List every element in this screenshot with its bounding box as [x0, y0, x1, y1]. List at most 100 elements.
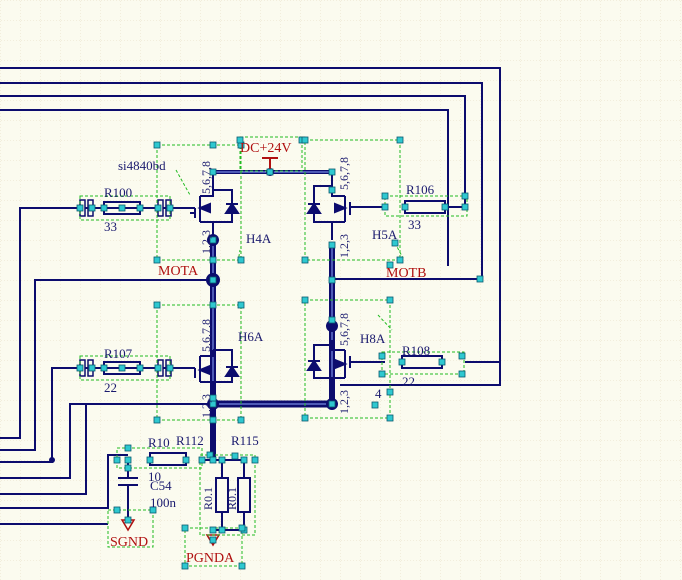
selection-handle[interactable]: [153, 301, 161, 309]
selection-handle[interactable]: [181, 524, 189, 532]
selection-handle[interactable]: [328, 316, 336, 324]
selection-handle[interactable]: [118, 364, 126, 372]
selection-handle[interactable]: [401, 203, 409, 211]
selection-handle[interactable]: [386, 414, 394, 422]
selection-handle[interactable]: [209, 526, 217, 534]
selection-handle[interactable]: [398, 358, 406, 366]
selection-handle[interactable]: [237, 416, 245, 424]
selection-handle[interactable]: [301, 136, 309, 144]
selection-handle[interactable]: [136, 204, 144, 212]
selection-handle[interactable]: [301, 256, 309, 264]
selection-handle[interactable]: [328, 186, 336, 194]
selection-handle[interactable]: [381, 192, 389, 200]
selection-handle[interactable]: [218, 456, 226, 464]
selection-handle[interactable]: [166, 204, 174, 212]
selection-handle[interactable]: [100, 364, 108, 372]
selection-handle[interactable]: [301, 414, 309, 422]
selection-handle[interactable]: [209, 256, 217, 264]
selection-handle[interactable]: [328, 400, 336, 408]
selection-handle[interactable]: [461, 203, 469, 211]
selection-handle[interactable]: [266, 168, 274, 176]
selection-handle[interactable]: [301, 296, 309, 304]
selection-handle[interactable]: [396, 136, 404, 144]
selection-handle[interactable]: [391, 239, 399, 247]
selection-handle[interactable]: [88, 364, 96, 372]
selection-handle[interactable]: [237, 301, 245, 309]
selection-handle[interactable]: [154, 204, 162, 212]
selection-handle[interactable]: [154, 364, 162, 372]
selection-handle[interactable]: [238, 562, 246, 570]
selection-handle[interactable]: [386, 296, 394, 304]
selection-handle[interactable]: [378, 352, 386, 360]
selection-handle[interactable]: [124, 456, 132, 464]
selection-handle[interactable]: [209, 301, 217, 309]
resistor-r112[interactable]: [215, 477, 229, 513]
resistor-r100-designator: R100: [104, 185, 132, 200]
selection-handle[interactable]: [476, 275, 484, 283]
resistor-r106[interactable]: [404, 200, 446, 214]
selection-handle[interactable]: [236, 136, 244, 144]
selection-handle[interactable]: [209, 236, 217, 244]
selection-handle[interactable]: [166, 364, 174, 372]
selection-handle[interactable]: [153, 141, 161, 149]
selection-handle[interactable]: [378, 370, 386, 378]
mosfet-h4a-designator: H4A: [246, 231, 272, 246]
selection-handle[interactable]: [441, 203, 449, 211]
selection-handle[interactable]: [371, 401, 379, 409]
selection-handle[interactable]: [328, 276, 336, 284]
selection-handle[interactable]: [124, 464, 132, 472]
selection-handle[interactable]: [386, 261, 394, 269]
selection-handle[interactable]: [209, 394, 217, 402]
selection-handle[interactable]: [209, 141, 217, 149]
selection-handle[interactable]: [209, 276, 217, 284]
selection-handle[interactable]: [458, 370, 466, 378]
selection-handle[interactable]: [124, 444, 132, 452]
selection-handle[interactable]: [149, 506, 157, 514]
mosfet-h8a[interactable]: [306, 340, 351, 398]
mosfet-h6a[interactable]: [194, 349, 240, 398]
selection-handle[interactable]: [124, 516, 132, 524]
selection-handle[interactable]: [209, 168, 217, 176]
resistor-r107-value: 22: [104, 380, 117, 395]
selection-handle[interactable]: [438, 358, 446, 366]
selection-handle[interactable]: [136, 364, 144, 372]
selection-handle[interactable]: [381, 203, 389, 211]
selection-handle[interactable]: [238, 524, 246, 532]
selection-handle[interactable]: [100, 204, 108, 212]
selection-handle[interactable]: [396, 256, 404, 264]
resistor-r108-designator: R108: [402, 343, 430, 358]
mosfet-h4a[interactable]: [190, 189, 240, 238]
selection-handle[interactable]: [231, 452, 239, 460]
selection-handle[interactable]: [240, 456, 248, 464]
mosfet-h5a[interactable]: [306, 185, 351, 240]
selection-handle[interactable]: [209, 456, 217, 464]
selection-handle[interactable]: [328, 241, 336, 249]
selection-handle[interactable]: [237, 256, 245, 264]
selection-handle[interactable]: [153, 416, 161, 424]
selection-handle[interactable]: [76, 204, 84, 212]
selection-handle[interactable]: [386, 388, 394, 396]
selection-handle[interactable]: [113, 456, 121, 464]
selection-handle[interactable]: [153, 256, 161, 264]
selection-handle[interactable]: [118, 204, 126, 212]
power-net-label: DC+24V: [240, 141, 291, 156]
selection-handle[interactable]: [458, 352, 466, 360]
mosfet-h4a-pins-bottom: 1,2,3: [199, 230, 213, 254]
resistor-r115[interactable]: [237, 477, 251, 513]
selection-handle[interactable]: [209, 416, 217, 424]
selection-handle[interactable]: [209, 536, 217, 544]
resistor-r10[interactable]: [149, 452, 187, 466]
selection-handle[interactable]: [113, 506, 121, 514]
selection-handle[interactable]: [461, 192, 469, 200]
selection-handle[interactable]: [182, 456, 190, 464]
selection-handle[interactable]: [198, 456, 206, 464]
selection-handle[interactable]: [218, 526, 226, 534]
resistor-r106-designator: R106: [406, 182, 435, 197]
selection-handle[interactable]: [76, 364, 84, 372]
selection-handle[interactable]: [181, 562, 189, 570]
selection-handle[interactable]: [88, 204, 96, 212]
selection-handle[interactable]: [328, 168, 336, 176]
selection-handle[interactable]: [251, 456, 259, 464]
selection-handle[interactable]: [146, 456, 154, 464]
